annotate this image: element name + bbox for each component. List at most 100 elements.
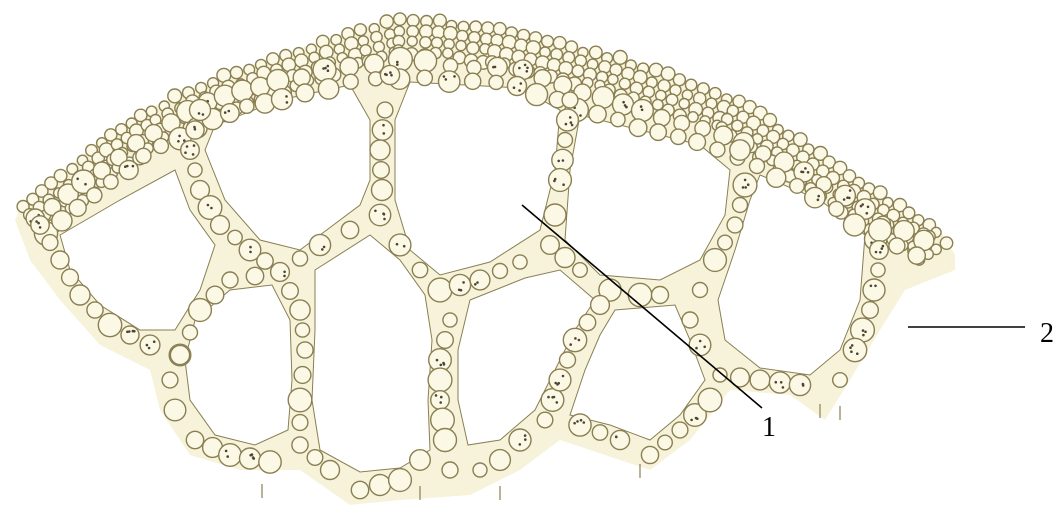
cell: [272, 89, 293, 110]
cell-granule: [476, 281, 479, 284]
cell: [673, 74, 685, 86]
cell: [431, 391, 450, 410]
cell: [428, 368, 452, 392]
cell: [908, 247, 925, 264]
cell-granule: [390, 74, 393, 77]
cell: [833, 373, 848, 388]
cell-granule: [862, 329, 865, 332]
cell: [467, 42, 479, 54]
cell-granule: [690, 419, 693, 422]
cell: [685, 79, 696, 90]
cell: [340, 57, 358, 75]
cell-granule: [565, 123, 568, 126]
cell: [526, 84, 548, 106]
cell-granule: [849, 189, 852, 192]
cell: [407, 36, 417, 46]
cell-granule: [622, 101, 625, 104]
cell: [693, 283, 708, 298]
cell-granule: [440, 364, 443, 367]
cell: [434, 14, 447, 27]
cell: [407, 26, 419, 38]
cell: [360, 45, 371, 56]
cell-granule: [193, 144, 196, 147]
cell-granule: [194, 128, 197, 131]
cell-granule: [518, 89, 521, 92]
cell-granule: [846, 196, 849, 199]
cell-granule: [177, 140, 180, 143]
cell-granule: [192, 153, 195, 156]
cell-granule: [146, 344, 149, 347]
cell-granule: [851, 344, 854, 347]
cell: [652, 287, 669, 304]
cell-granule: [524, 434, 527, 437]
cell: [449, 274, 470, 295]
cell: [829, 201, 844, 216]
cell: [805, 187, 825, 207]
cell: [52, 211, 72, 231]
cell: [653, 99, 664, 110]
cell: [513, 255, 527, 269]
cell-granule: [862, 334, 865, 337]
cell: [164, 399, 186, 421]
cell-granule: [132, 165, 135, 168]
cell: [87, 188, 102, 203]
cell: [428, 278, 452, 302]
cell-granule: [879, 251, 882, 254]
cell-granule: [396, 243, 399, 246]
cell-granule: [882, 245, 885, 248]
cell-granule: [569, 116, 572, 119]
cell: [343, 74, 358, 89]
cell-granule: [843, 198, 846, 201]
cell-granule: [524, 438, 527, 441]
cell: [689, 134, 706, 151]
cell: [718, 235, 733, 250]
cell: [542, 35, 554, 47]
cell: [541, 389, 564, 412]
cell: [940, 237, 952, 249]
cell: [294, 367, 311, 384]
cell: [671, 129, 686, 144]
cell: [579, 314, 595, 330]
cell: [557, 109, 579, 131]
cell: [293, 69, 310, 86]
cell-granule: [782, 386, 785, 389]
cell: [589, 105, 606, 122]
cell-granule: [699, 340, 702, 343]
cell: [292, 415, 308, 431]
cell-granule: [210, 207, 213, 210]
cell: [295, 323, 309, 337]
cell-granule: [875, 251, 878, 254]
cell-granule: [249, 246, 252, 249]
cell: [628, 283, 651, 306]
cell: [871, 263, 885, 277]
cell-granule: [800, 171, 803, 174]
cell-granule: [153, 340, 156, 343]
cell-granule: [624, 104, 627, 107]
cell: [410, 450, 431, 471]
cell: [610, 430, 629, 449]
cell-granule: [864, 331, 867, 334]
cell: [51, 251, 69, 269]
cell-granule: [249, 251, 252, 254]
cell: [733, 173, 757, 197]
cell-granule: [562, 159, 565, 162]
cell-granule: [573, 422, 576, 425]
cell-granule: [396, 61, 399, 64]
cell: [181, 141, 200, 160]
cell: [613, 94, 634, 115]
cell-granule: [870, 285, 873, 288]
label-2: 2: [1040, 318, 1054, 349]
cell: [219, 444, 242, 467]
cell-granule: [124, 165, 127, 168]
cell-granule: [283, 275, 286, 278]
cell: [863, 279, 885, 301]
cell: [168, 89, 182, 103]
cell-granule: [327, 69, 330, 72]
cell-granule: [576, 420, 579, 423]
cell: [373, 162, 390, 179]
cell-granule: [578, 339, 581, 342]
cell: [380, 65, 399, 84]
cell-granule: [747, 183, 750, 186]
cell-granule: [225, 450, 228, 453]
cell: [162, 372, 178, 388]
